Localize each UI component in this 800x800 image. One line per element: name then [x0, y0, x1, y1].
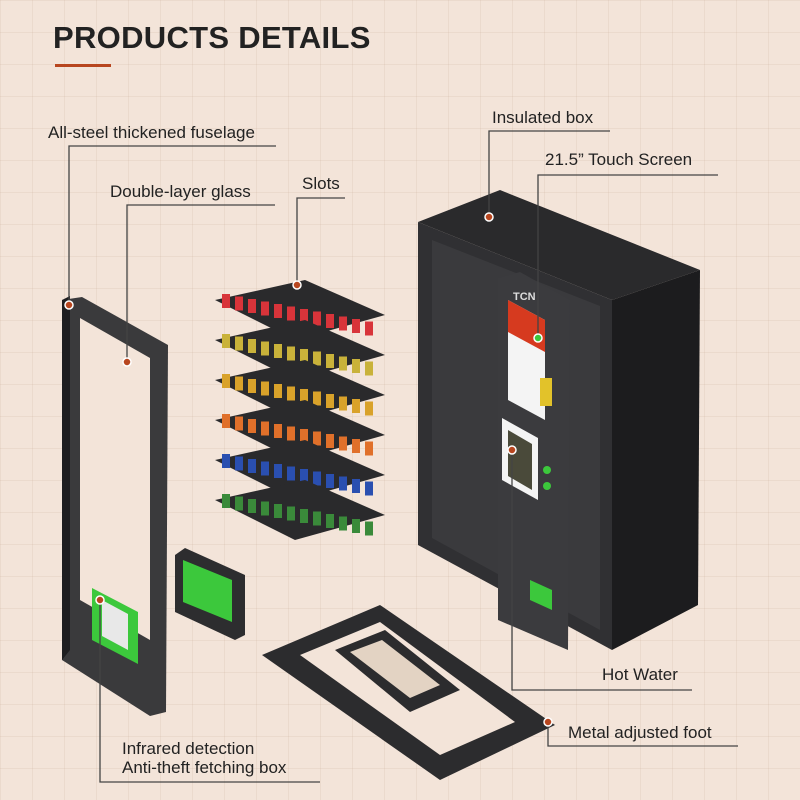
product-item: [313, 511, 321, 526]
product-item: [222, 494, 230, 508]
product-item: [222, 334, 230, 348]
product-item: [287, 386, 295, 401]
product-item: [365, 401, 373, 416]
product-item: [326, 394, 334, 408]
product-item: [248, 299, 256, 313]
product-item: [235, 336, 243, 351]
product-item: [339, 516, 347, 531]
product-item: [287, 426, 295, 441]
product-item: [300, 469, 308, 483]
product-item: [248, 499, 256, 513]
product-item: [365, 321, 373, 336]
label-slots: Slots: [302, 174, 340, 193]
product-item: [287, 506, 295, 521]
product-item: [339, 436, 347, 451]
product-item: [365, 481, 373, 496]
product-item: [352, 439, 360, 453]
title-underline: [55, 64, 111, 67]
label-fuselage: All-steel thickened fuselage: [48, 123, 255, 142]
product-item: [313, 471, 321, 486]
product-item: [352, 479, 360, 493]
leader-lines: [68, 130, 738, 783]
product-item: [287, 306, 295, 321]
product-item: [274, 504, 282, 518]
label-anti-theft: Anti-theft fetching box: [122, 758, 287, 777]
product-item: [352, 319, 360, 333]
door-frame: [62, 296, 168, 716]
slots-shelves: [215, 280, 385, 540]
product-item: [261, 461, 269, 476]
product-item: [274, 304, 282, 318]
product-item: [313, 431, 321, 446]
product-item: [339, 476, 347, 491]
product-item: [274, 424, 282, 438]
product-item: [300, 429, 308, 443]
product-item: [235, 296, 243, 311]
product-item: [261, 341, 269, 356]
brand-logo: TCN: [513, 291, 536, 303]
marker-dots: [64, 212, 553, 727]
product-item: [300, 389, 308, 403]
product-item: [339, 356, 347, 371]
product-item: [235, 456, 243, 471]
product-item: [313, 311, 321, 326]
product-item: [261, 421, 269, 436]
product-item: [248, 379, 256, 393]
product-item: [365, 441, 373, 456]
label-touch-screen: 21.5” Touch Screen: [545, 150, 693, 169]
product-item: [326, 314, 334, 328]
product-item: [261, 381, 269, 396]
product-item: [235, 376, 243, 391]
product-item: [274, 344, 282, 358]
product-item: [365, 521, 373, 536]
product-item: [222, 414, 230, 428]
product-item: [274, 384, 282, 398]
product-item: [313, 351, 321, 366]
product-item: [313, 391, 321, 406]
product-item: [261, 501, 269, 516]
label-insulated-box: Insulated box: [492, 108, 594, 127]
label-foot: Metal adjusted foot: [568, 723, 712, 742]
label-hot-water: Hot Water: [602, 665, 678, 684]
product-item: [352, 399, 360, 413]
product-item: [352, 519, 360, 533]
product-item: [326, 434, 334, 448]
product-item: [235, 496, 243, 511]
product-item: [326, 474, 334, 488]
label-infrared: Infrared detection: [122, 739, 255, 758]
product-item: [300, 349, 308, 363]
product-item: [222, 374, 230, 388]
product-item: [274, 464, 282, 478]
product-item: [352, 359, 360, 373]
product-item: [326, 514, 334, 528]
fetching-box: [175, 548, 245, 640]
product-item: [326, 354, 334, 368]
label-glass: Double-layer glass: [110, 182, 251, 201]
product-item: [261, 301, 269, 316]
product-item: [248, 419, 256, 433]
product-item: [300, 309, 308, 323]
product-item: [248, 459, 256, 473]
product-item: [248, 339, 256, 353]
product-item: [222, 294, 230, 308]
product-item: [235, 416, 243, 431]
product-item: [222, 454, 230, 468]
product-item: [339, 316, 347, 331]
product-item: [365, 361, 373, 376]
base-frame: [262, 605, 555, 780]
page-title: PRODUCTS DETAILS: [53, 20, 371, 55]
product-item: [287, 466, 295, 481]
product-item: [300, 509, 308, 523]
insulated-cabinet: TCN: [418, 190, 700, 650]
product-item: [339, 396, 347, 411]
product-item: [287, 346, 295, 361]
